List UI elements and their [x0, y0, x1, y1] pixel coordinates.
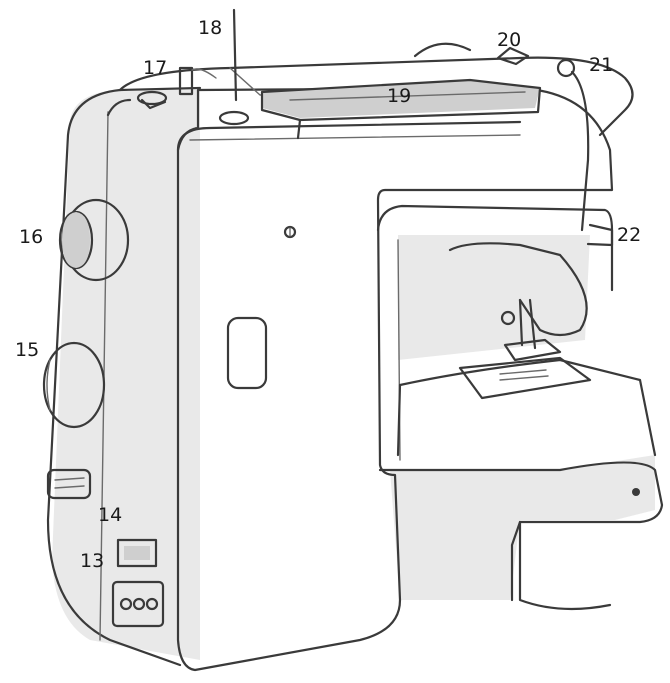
needle-area [376, 204, 657, 461]
thread-guide-20 [496, 46, 530, 66]
callout-15: 15 [15, 339, 39, 361]
callout-16: 16 [19, 226, 43, 248]
base-screw-icon [632, 488, 640, 496]
machine-top [118, 42, 634, 232]
callout-13: 13 [80, 550, 104, 572]
power-switch [116, 538, 158, 568]
machine-front-panel [176, 86, 614, 672]
power-socket [111, 580, 165, 628]
callout-17: 17 [143, 57, 167, 79]
front-slot [226, 316, 268, 390]
bobbin-winder [136, 66, 217, 110]
stitch-selector-dial [42, 341, 106, 429]
take-up-lever-icon [556, 58, 576, 78]
callout-19: 19 [387, 85, 411, 107]
callout-18: 18 [198, 17, 222, 39]
free-arm-base [378, 455, 664, 611]
side-badge [46, 468, 92, 500]
stitch-chart-plate [260, 78, 542, 140]
callout-21: 21 [589, 54, 613, 76]
handwheel [58, 198, 130, 282]
callout-20: 20 [497, 29, 521, 51]
callout-22: 22 [617, 224, 641, 246]
spool-pin [218, 8, 250, 126]
callout-14: 14 [98, 504, 122, 526]
